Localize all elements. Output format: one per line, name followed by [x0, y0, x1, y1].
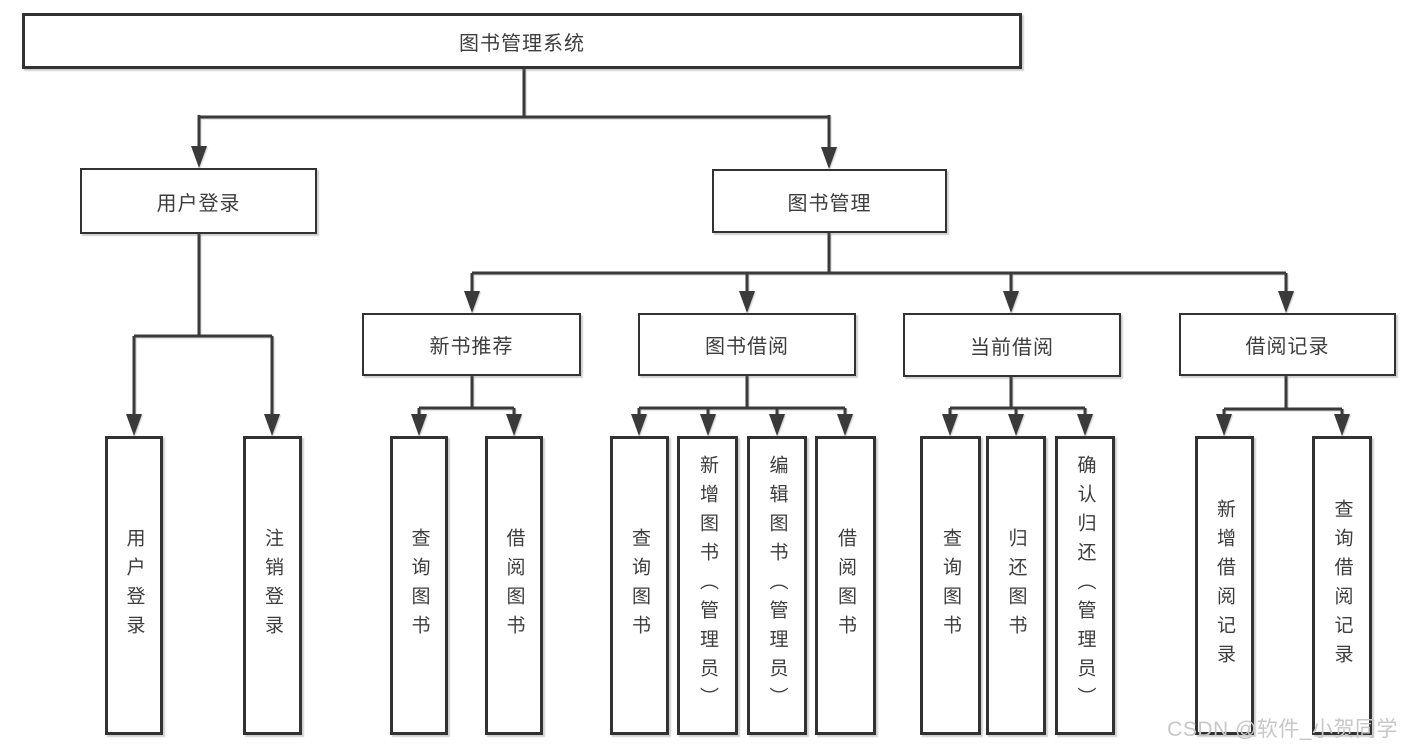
node-borrowing-records-label: 借阅记录 — [1245, 336, 1330, 358]
node-book-management: 图书管理 — [712, 169, 947, 233]
arrowhead — [821, 147, 837, 169]
node-book-management-label: 图书管理 — [787, 192, 872, 215]
arrowhead — [769, 414, 785, 436]
node-current-borrowing: 当前借阅 — [903, 313, 1121, 377]
node-user-login-label: 用户登录 — [156, 192, 241, 215]
leaf-label: 借阅图书 — [503, 527, 525, 644]
arrowhead — [191, 146, 207, 168]
arrowhead — [464, 291, 480, 313]
arrowhead — [1077, 414, 1093, 436]
leaf-logout: 注销登录 — [243, 436, 302, 735]
connector-records-to-leaves — [1222, 376, 1344, 415]
leaf-add-books-admin: 新增图书（管理员） — [677, 436, 738, 735]
leaf-label: 新增借阅记录 — [1214, 498, 1235, 673]
arrowhead — [837, 414, 853, 436]
node-book-borrowing: 图书借阅 — [638, 313, 856, 376]
leaf-borrow-books: 借阅图书 — [815, 436, 876, 735]
node-user-login: 用户登录 — [80, 168, 317, 234]
arrowhead — [1216, 414, 1232, 436]
connector-root-to-level2 — [197, 69, 831, 148]
node-new-book-recommend-label: 新书推荐 — [429, 336, 514, 358]
connector-borrowing-to-leaves — [637, 376, 847, 415]
arrowhead — [1003, 291, 1019, 313]
leaf-edit-books-admin: 编辑图书（管理员） — [747, 436, 807, 735]
arrowhead — [1278, 291, 1294, 313]
arrowhead — [942, 414, 958, 436]
arrowhead — [1008, 414, 1024, 436]
node-current-borrowing-label: 当前借阅 — [970, 336, 1054, 359]
leaf-label: 查询借阅记录 — [1331, 498, 1353, 673]
leaf-label: 借阅图书 — [835, 527, 856, 644]
node-new-book-recommend: 新书推荐 — [362, 313, 581, 376]
connector-bookmgmt-to-level3 — [470, 233, 1288, 292]
node-root: 图书管理系统 — [22, 13, 1022, 69]
leaf-query-books-borrowing: 查询图书 — [610, 436, 669, 735]
connector-userlogin-to-leaves — [132, 234, 274, 415]
node-book-borrowing-label: 图书借阅 — [705, 336, 789, 358]
arrowhead — [739, 291, 755, 313]
connector-recommend-to-leaves — [417, 376, 516, 415]
leaf-label: 归还图书 — [1005, 527, 1027, 644]
leaf-borrow-books-recommend: 借阅图书 — [485, 436, 543, 735]
leaf-label: 用户登录 — [123, 527, 145, 644]
leaf-query-borrow-record: 查询借阅记录 — [1312, 436, 1372, 735]
leaf-query-books-recommend: 查询图书 — [390, 436, 448, 735]
arrowheads — [126, 146, 1350, 436]
leaf-label: 编辑图书（管理员） — [766, 455, 788, 716]
leaf-confirm-return-admin: 确认归还（管理员） — [1055, 436, 1115, 735]
leaf-label: 注销登录 — [262, 527, 283, 644]
arrowhead — [264, 414, 280, 436]
leaf-label: 查询图书 — [940, 527, 961, 644]
leaf-user-login: 用户登录 — [105, 436, 163, 735]
connector-current-to-leaves — [948, 377, 1087, 415]
leaf-query-books-current: 查询图书 — [920, 436, 981, 735]
arrowhead — [126, 414, 142, 436]
arrowhead — [700, 414, 716, 436]
leaf-label: 新增图书（管理员） — [697, 455, 718, 716]
arrowhead — [1334, 414, 1350, 436]
watermark: CSDN @软件_小贺同学 — [1167, 718, 1398, 741]
node-root-label: 图书管理系统 — [459, 32, 585, 55]
leaf-add-borrow-record: 新增借阅记录 — [1195, 436, 1254, 735]
arrowhead — [631, 414, 647, 436]
node-borrowing-records: 借阅记录 — [1179, 313, 1396, 376]
arrowhead — [411, 414, 427, 436]
leaf-return-books: 归还图书 — [986, 436, 1046, 735]
arrowhead — [506, 414, 522, 436]
leaf-label: 查询图书 — [629, 527, 650, 644]
leaf-label: 确认归还（管理员） — [1074, 455, 1096, 716]
leaf-label: 查询图书 — [408, 527, 430, 644]
